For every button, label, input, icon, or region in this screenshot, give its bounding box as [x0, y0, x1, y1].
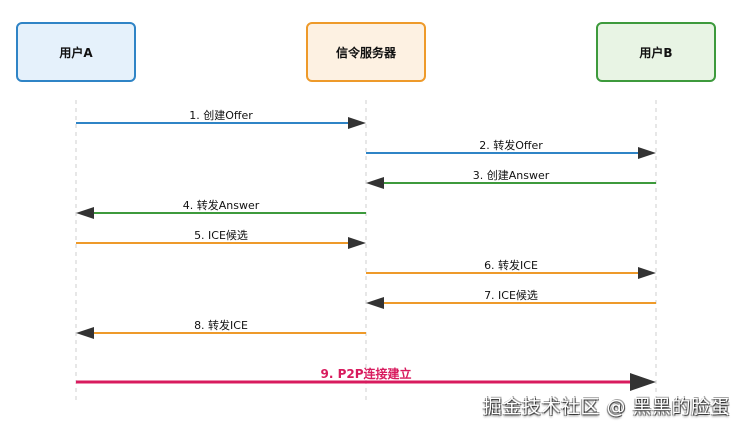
- message-label-4: 4. 转发Answer: [182, 199, 260, 212]
- watermark-text: 掘金技术社区 @ 黑黑的脸蛋: [482, 396, 730, 418]
- message-arrow-3: [366, 177, 656, 189]
- message-arrow-8: [76, 327, 366, 339]
- arrowhead-icon: [366, 297, 384, 309]
- message-arrow-7: [366, 297, 656, 309]
- arrowhead-icon: [366, 177, 384, 189]
- arrowhead-icon: [348, 117, 366, 129]
- message-label-6: 6. 转发ICE: [484, 259, 538, 272]
- message-label-3: 3. 创建Answer: [472, 169, 550, 182]
- actor-user-a-label: 用户A: [59, 45, 93, 60]
- actor-signaling-server: 信令服务器: [306, 22, 426, 82]
- arrowhead-icon: [76, 207, 94, 219]
- arrowhead-icon: [76, 327, 94, 339]
- actor-user-a: 用户A: [16, 22, 136, 82]
- actor-user-b-label: 用户B: [639, 45, 673, 60]
- arrowhead-icon: [638, 267, 656, 279]
- message-label-8: 8. 转发ICE: [194, 319, 248, 332]
- message-arrow-9: [76, 373, 656, 391]
- message-label-1: 1. 创建Offer: [189, 109, 253, 122]
- message-arrow-4: [76, 207, 366, 219]
- actor-signaling-server-label: 信令服务器: [335, 45, 396, 60]
- message-arrow-5: [76, 237, 366, 249]
- message-arrow-2: [366, 147, 656, 159]
- message-label-7: 7. ICE候选: [484, 289, 538, 302]
- message-label-2: 2. 转发Offer: [479, 139, 543, 152]
- message-arrow-1: [76, 117, 366, 129]
- arrowhead-icon: [348, 237, 366, 249]
- arrowhead-icon: [630, 373, 656, 391]
- message-label-9: 9. P2P连接建立: [320, 367, 412, 381]
- message-label-5: 5. ICE候选: [194, 229, 248, 242]
- actor-user-b: 用户B: [596, 22, 716, 82]
- message-arrow-6: [366, 267, 656, 279]
- arrowhead-icon: [638, 147, 656, 159]
